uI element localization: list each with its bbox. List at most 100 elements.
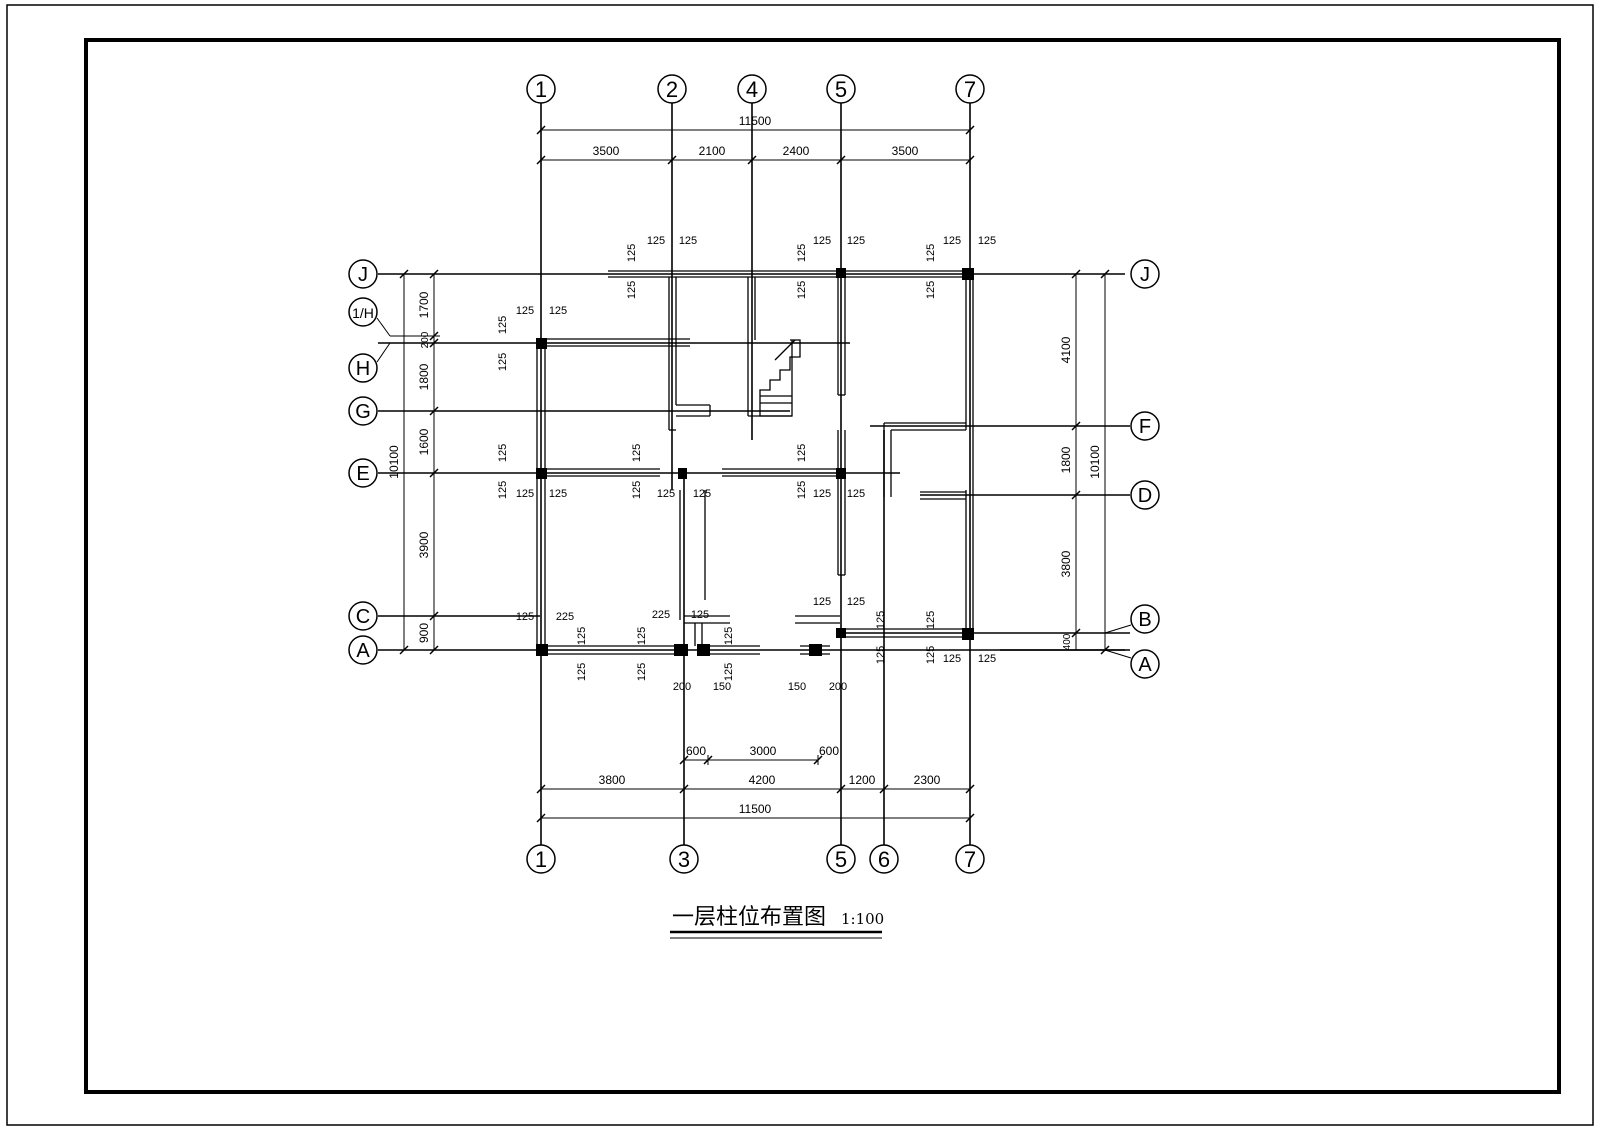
- offset-label: 125: [943, 653, 961, 665]
- offset-label: 125: [647, 235, 665, 247]
- offset-label: 125: [847, 488, 865, 500]
- offset-label: 125: [693, 488, 711, 500]
- dim-segment: 1800: [1059, 446, 1073, 473]
- dim-total-top: 11500: [739, 114, 772, 128]
- axis-label: J: [1140, 264, 1150, 286]
- offset-label: 150: [713, 681, 731, 693]
- offset-label: 125: [925, 244, 937, 262]
- offset-label: 125: [925, 646, 937, 664]
- offset-label: 125: [796, 481, 808, 499]
- axis-label: J: [358, 264, 368, 286]
- offset-label: 125: [875, 611, 887, 629]
- dim-segment: 3800: [1059, 550, 1073, 577]
- dim-segment: 3500: [892, 144, 919, 158]
- dim-segment: 1700: [417, 291, 431, 318]
- right-leader-lines: [1104, 624, 1132, 659]
- offset-label: 200: [829, 681, 847, 693]
- dims-top: 11500 3500 2100 2400 3500: [593, 114, 919, 158]
- drawing-title: 一层柱位布置图 1:100: [670, 905, 884, 939]
- axis-label: 5: [835, 77, 847, 102]
- dim-total-bottom: 11500: [739, 802, 772, 816]
- axis-label: 7: [964, 847, 976, 872]
- offset-label: 125: [549, 305, 567, 317]
- dim-segment: 2300: [914, 773, 941, 787]
- dim-segment: 600: [686, 744, 706, 758]
- axis-label: D: [1138, 485, 1152, 507]
- left-leader-lines: [376, 317, 440, 363]
- column: [536, 644, 548, 656]
- offset-label: 225: [556, 611, 574, 623]
- offset-label: 125: [813, 235, 831, 247]
- offset-label: 125: [813, 488, 831, 500]
- dim-segment: 200: [420, 331, 431, 348]
- offset-label: 150: [788, 681, 806, 693]
- column: [536, 468, 547, 479]
- offset-label: 125: [925, 281, 937, 299]
- offset-label: 125: [631, 444, 643, 462]
- columns: [536, 268, 974, 656]
- axis-label: H: [356, 358, 370, 380]
- column-offset-labels: 125 125 125 125 125 125 125 125 125 125 …: [497, 235, 996, 693]
- dimension-ticks: [399, 125, 1110, 823]
- dim-segment: 900: [417, 623, 431, 643]
- axis-label: 7: [964, 77, 976, 102]
- offset-label: 125: [796, 281, 808, 299]
- column: [809, 644, 822, 656]
- offset-label: 125: [497, 481, 509, 499]
- column: [836, 268, 846, 278]
- offset-label: 125: [847, 235, 865, 247]
- axis-label: 1/H: [352, 305, 374, 321]
- axis-label: 1: [535, 77, 547, 102]
- offset-label: 125: [549, 488, 567, 500]
- dim-segment: 1200: [849, 773, 876, 787]
- axis-bubbles-bottom: 1 3 5 6 7: [526, 844, 985, 874]
- axis-label: 3: [678, 847, 690, 872]
- offset-label: 125: [657, 488, 675, 500]
- offset-label: 125: [723, 663, 735, 681]
- dim-segment: 600: [819, 744, 839, 758]
- dim-segment: 1800: [417, 363, 431, 390]
- axis-label: 1: [535, 847, 547, 872]
- column: [836, 628, 846, 638]
- axis-label: C: [356, 606, 370, 628]
- offset-label: 125: [636, 663, 648, 681]
- axis-label: 5: [835, 847, 847, 872]
- axis-bubbles-top: 1 2 4 5 7: [526, 74, 985, 104]
- column: [674, 644, 688, 656]
- dim-segment: 4100: [1059, 336, 1073, 363]
- dims-left: 10100 1700 200 1800 1600 3900 900: [387, 291, 431, 643]
- offset-label: 125: [978, 235, 996, 247]
- column: [836, 468, 846, 479]
- offset-label: 125: [875, 646, 887, 664]
- offset-label: 125: [796, 444, 808, 462]
- dims-bottom: 600 3000 600 3800 4200 1200 2300 11500: [599, 744, 941, 816]
- dim-segment: 3000: [750, 744, 777, 758]
- dim-total-right: 10100: [1088, 445, 1102, 479]
- dim-segment: 2400: [783, 144, 810, 158]
- offset-label: 125: [516, 488, 534, 500]
- dim-total-left: 10100: [387, 445, 401, 479]
- axis-label: B: [1138, 609, 1151, 631]
- dim-segment: 4200: [749, 773, 776, 787]
- offset-label: 125: [691, 609, 709, 621]
- axis-label: 2: [666, 77, 678, 102]
- column: [962, 628, 974, 640]
- dim-segment: 1600: [417, 428, 431, 455]
- axis-label: A: [1138, 654, 1152, 676]
- dimension-lines: [399, 125, 1110, 819]
- column: [697, 644, 710, 656]
- axis-label: A: [356, 640, 370, 662]
- offset-label: 125: [636, 627, 648, 645]
- dim-segment: 3800: [599, 773, 626, 787]
- axis-label: 6: [878, 847, 890, 872]
- outer-border: [6, 4, 1594, 1126]
- offset-label: 125: [943, 235, 961, 247]
- dims-right: 10100 4100 1800 3800 400: [1059, 336, 1102, 650]
- offset-label: 125: [497, 444, 509, 462]
- offset-label: 125: [576, 663, 588, 681]
- dim-segment: 3500: [593, 144, 620, 158]
- axis-label: E: [356, 463, 369, 485]
- column: [962, 268, 974, 280]
